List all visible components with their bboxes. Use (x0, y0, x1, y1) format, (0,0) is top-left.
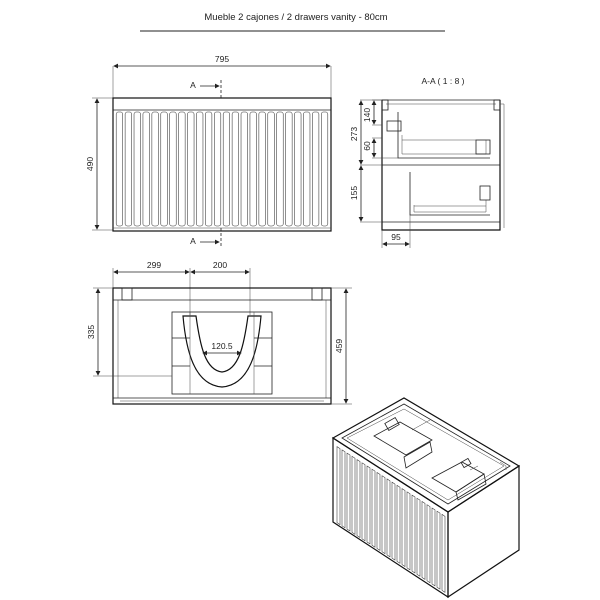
front-width-dim: 795 (215, 54, 229, 64)
iso-slat (341, 449, 346, 529)
iso-slat (406, 491, 411, 571)
front-slat (240, 111, 248, 227)
section-marker-top: A (190, 80, 196, 90)
iso-slat (386, 478, 391, 558)
front-slat (196, 111, 204, 227)
front-slat (267, 111, 275, 227)
iso-slat (416, 497, 421, 577)
front-slat (222, 111, 230, 227)
iso-slat (401, 488, 406, 567)
iso-slat (411, 494, 416, 574)
section-dim-95: 95 (391, 232, 401, 242)
front-slats (115, 111, 329, 227)
iso-slat (431, 507, 436, 587)
iso-slat (426, 504, 431, 584)
section-marker-bottom: A (190, 236, 196, 246)
front-slat (276, 111, 284, 227)
iso-slat (361, 462, 366, 542)
isometric-view (331, 397, 521, 599)
front-slat (231, 111, 239, 227)
section-dim-155: 155 (349, 186, 359, 200)
front-slat (160, 111, 168, 227)
section-label: A-A ( 1 : 8 ) (422, 76, 465, 86)
iso-slat (376, 472, 381, 551)
front-height-dim: 490 (85, 157, 95, 171)
iso-slat (351, 455, 356, 535)
iso-front-slats (336, 446, 446, 593)
section-dim-140: 140 (362, 108, 372, 122)
front-slat (285, 111, 293, 227)
top-dim-120-5: 120.5 (211, 341, 233, 351)
top-view: 299 200 120.5 335 459 (86, 260, 352, 405)
iso-slat (396, 484, 401, 564)
iso-slat (371, 468, 376, 548)
front-slat (303, 111, 311, 227)
section-view: A-A ( 1 : 8 ) 273 140 (349, 76, 505, 248)
front-slat (169, 111, 177, 227)
front-slat (249, 111, 257, 227)
front-slat (312, 111, 320, 227)
top-dim-299: 299 (147, 260, 161, 270)
section-dim-60: 60 (362, 141, 372, 151)
section-dim-273: 273 (349, 127, 359, 141)
drawing-title: Mueble 2 cajones / 2 drawers vanity - 80… (204, 12, 387, 23)
iso-slat (421, 501, 426, 580)
iso-slat (381, 475, 386, 555)
iso-slat (346, 452, 351, 532)
front-slat (294, 111, 302, 227)
iso-slat (391, 481, 396, 561)
front-slat (142, 111, 150, 227)
front-view: 795 490 A A (85, 54, 332, 248)
front-slat (124, 111, 132, 227)
front-slat (214, 111, 222, 227)
top-dim-459: 459 (334, 339, 344, 353)
front-slat (187, 111, 195, 227)
front-slat (151, 111, 159, 227)
front-slat (258, 111, 266, 227)
front-slat (115, 111, 123, 227)
iso-slat (366, 465, 371, 545)
top-dim-200: 200 (213, 260, 227, 270)
front-slat (321, 111, 329, 227)
front-slat (205, 111, 213, 227)
front-slat (178, 111, 186, 227)
iso-slat (336, 446, 341, 526)
iso-slat (356, 459, 361, 538)
front-slat (133, 111, 141, 227)
iso-slat (436, 510, 441, 590)
iso-slat (441, 513, 446, 593)
top-dim-335: 335 (86, 325, 96, 339)
